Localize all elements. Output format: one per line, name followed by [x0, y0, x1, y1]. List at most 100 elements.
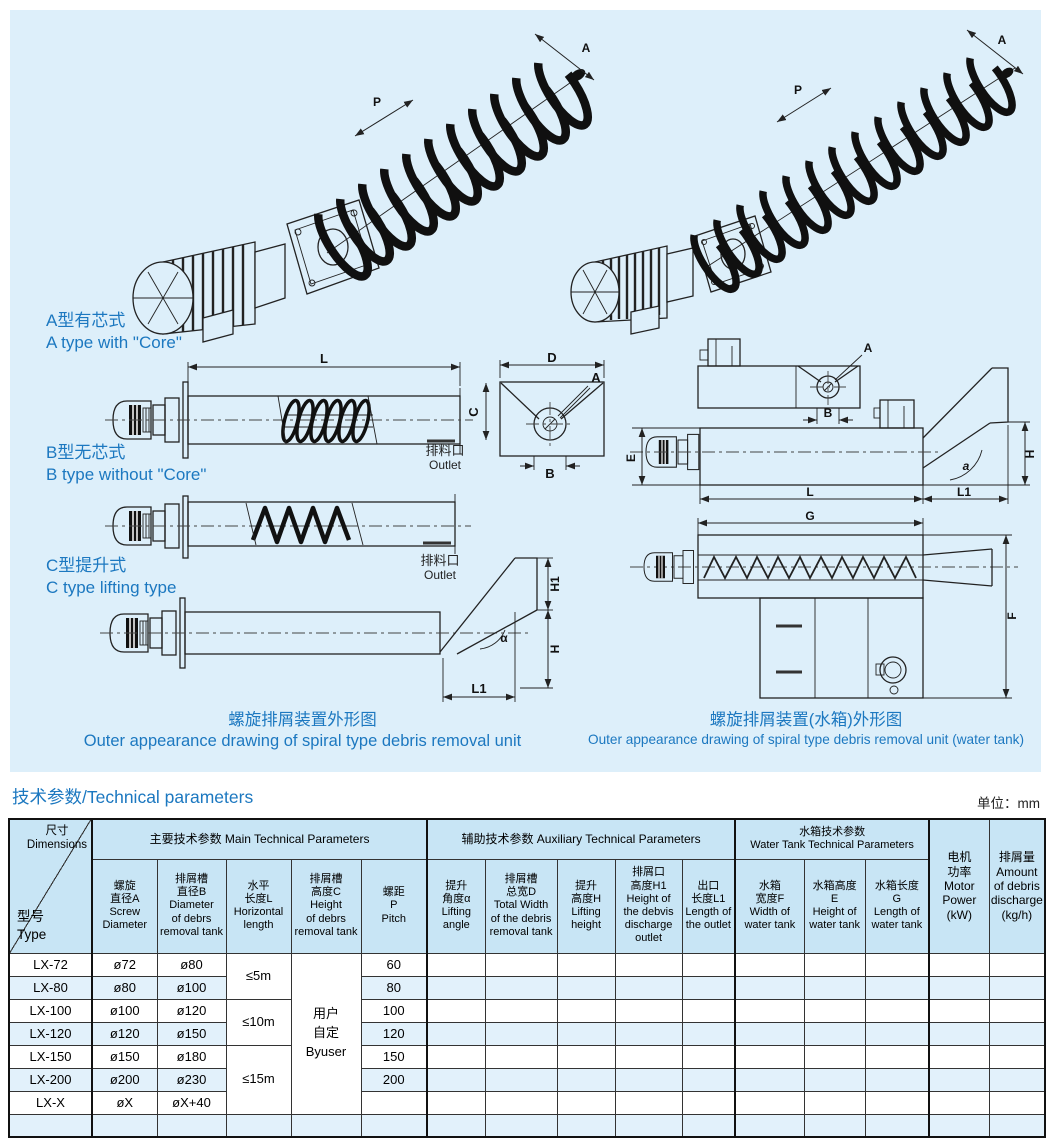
horizontal-length-cell: ≤5m: [225, 952, 292, 1000]
horizontal-length-cell: ≤10m: [225, 998, 292, 1046]
empty-cell: [928, 998, 990, 1023]
pitch-cell: [360, 1090, 428, 1115]
empty-cell: [681, 1113, 736, 1138]
screw-diameter-cell: ø120: [91, 1021, 158, 1046]
header-water-tank-height: 水箱高度 E Height of water tank: [803, 858, 866, 954]
outlet-label-cn: 排料口: [420, 553, 460, 568]
empty-cell: [426, 975, 486, 1000]
header-tank-diameter: 排屑槽 直径B Diameter of debrs removal tank: [156, 858, 227, 954]
empty-cell: [426, 1090, 486, 1115]
empty-cell: [864, 1090, 930, 1115]
dim-label-a: A: [591, 370, 601, 385]
by-user-cell: 用户 自定 Byuser: [290, 952, 362, 1115]
type-b-label-en: B type without "Core": [46, 465, 207, 485]
open-coil-drawing: [250, 505, 352, 545]
empty-cell: [734, 1090, 805, 1115]
group-header-aux: 辅助技术参数 Auxiliary Technical Parameters: [426, 818, 736, 860]
header-lifting-height: 提升 高度H Lifting height: [556, 858, 616, 954]
empty-cell: [614, 1021, 683, 1046]
empty-cell: [360, 1113, 428, 1138]
empty-cell: [426, 1067, 486, 1092]
side-view-b-type: [105, 494, 471, 559]
empty-cell: [614, 1067, 683, 1092]
type-a-label-cn: A型有芯式: [46, 311, 126, 330]
empty-cell: [988, 1044, 1046, 1069]
spiral-screw-drawing: [690, 49, 1016, 294]
empty-cell: [426, 952, 486, 977]
empty-cell: [556, 1044, 616, 1069]
iso-drawing-spiral-with-core: P A: [132, 33, 595, 343]
empty-cell: [864, 1113, 930, 1138]
dim-label-angle-a: a: [963, 459, 970, 473]
empty-cell: [928, 1113, 990, 1138]
screw-with-core-drawing: [277, 395, 378, 445]
empty-cell: [734, 1044, 805, 1069]
empty-cell: [484, 975, 558, 1000]
empty-cell: [426, 1044, 486, 1069]
pitch-cell: 80: [360, 975, 428, 1000]
tank-diameter-cell: ø120: [156, 998, 227, 1023]
corner-dimensions-label: 尺寸 Dimensions: [26, 825, 87, 851]
empty-cell: [864, 998, 930, 1023]
empty-cell: [864, 952, 930, 977]
water-tank-unit-views: A B: [624, 338, 1037, 504]
group-header-main: 主要技术参数 Main Technical Parameters: [90, 818, 428, 860]
header-pitch: 螺距 P Pitch: [360, 858, 428, 954]
empty-cell: [734, 952, 805, 977]
table-row-empty: [8, 1113, 1046, 1138]
model-cell: LX-72: [8, 952, 93, 977]
dim-label-l1: L1: [471, 681, 486, 696]
type-a-label: A型有芯式 A type with "Core": [46, 310, 182, 355]
section-title: 技术参数/Technical parameters: [12, 787, 254, 807]
caption-left-cn: 螺旋排屑装置外形图: [228, 711, 377, 729]
type-c-label: C型提升式 C type lifting type: [46, 555, 176, 600]
empty-cell: [614, 952, 683, 977]
side-view-a-type: L: [105, 351, 473, 459]
dim-label-h: H: [1023, 450, 1037, 459]
empty-cell: [928, 1067, 990, 1092]
type-b-label: B型无芯式 B type without "Core": [46, 442, 206, 487]
dim-label-a: A: [864, 341, 873, 355]
empty-cell: [928, 952, 990, 977]
water-tank-drawing: [759, 597, 924, 699]
spiral-plan-drawing: [703, 554, 917, 581]
tank-diameter-cell: ø150: [156, 1021, 227, 1046]
empty-cell: [803, 998, 866, 1023]
outlet-label-en: Outlet: [423, 567, 456, 582]
dim-label-l1: L1: [957, 485, 971, 499]
table-row: LX-200 ø200 ø230 200: [8, 1067, 1046, 1092]
screw-diameter-cell: ø72: [91, 952, 158, 977]
screw-diameter-cell: ø100: [91, 998, 158, 1023]
header-screw-diameter: 螺旋 直径A Screw Diameter: [91, 858, 158, 954]
empty-cell: [681, 1067, 736, 1092]
empty-cell: [803, 952, 866, 977]
table-row: LX-72 ø72 ø80 ≤5m 用户 自定 Byuser 60: [8, 952, 1046, 1115]
empty-cell: [988, 998, 1046, 1023]
table-row: LX-80 ø80 ø100 80: [8, 975, 1046, 1000]
dim-label-e: E: [624, 454, 638, 462]
model-cell: LX-100: [8, 998, 93, 1023]
table-row: LX-X øX øX+40: [8, 1090, 1046, 1115]
dim-label-pitch: P: [373, 95, 381, 109]
dim-label-c: C: [466, 407, 481, 417]
water-tank-plan-view: G: [630, 509, 1019, 699]
empty-cell: [803, 1021, 866, 1046]
empty-cell: [928, 1090, 990, 1115]
header-tank-height: 排屑槽 高度C Height of debrs removal tank: [290, 858, 362, 954]
empty-cell: [484, 1044, 558, 1069]
empty-cell: [426, 1021, 486, 1046]
caption-right: 螺旋排屑装置(水箱)外形图 Outer appearance drawing o…: [575, 710, 1037, 749]
dim-label-b: B: [824, 406, 833, 420]
empty-cell: [681, 952, 736, 977]
empty-cell: [225, 1113, 292, 1138]
empty-cell: [988, 952, 1046, 977]
tank-diameter-cell: ø80: [156, 952, 227, 977]
header-debris-amount: 排屑量 Amount of debris discharge (kg/h): [988, 818, 1046, 954]
empty-cell: [681, 975, 736, 1000]
empty-cell: [426, 998, 486, 1023]
header-motor-power: 电机 功率 Motor Power (kW): [928, 818, 990, 954]
dim-label-a: A: [582, 41, 591, 55]
parameters-table-wrap: 尺寸 Dimensions 型号 Type 主要技术参数 Main Techni…: [8, 818, 1047, 1138]
empty-cell: [734, 975, 805, 1000]
empty-cell: [484, 1021, 558, 1046]
